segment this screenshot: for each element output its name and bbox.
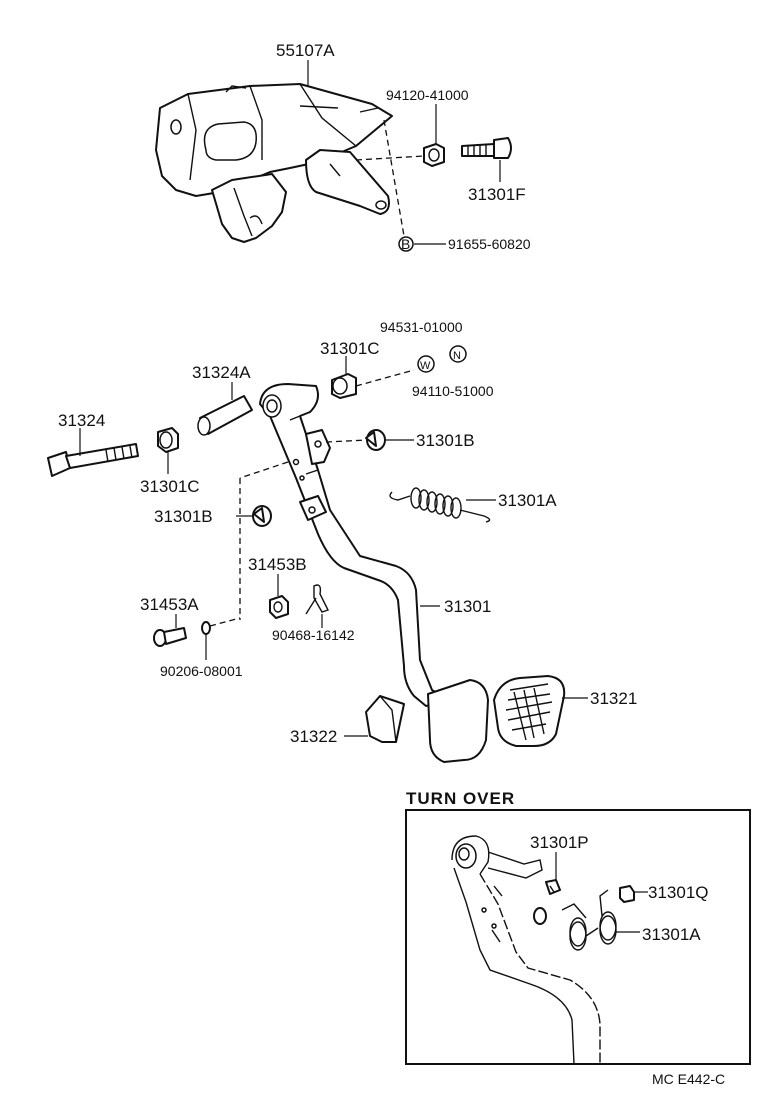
bushing-31301C-top <box>331 373 357 399</box>
brake-pedal-arm-31301 <box>259 383 451 707</box>
label-31453A: 31453A <box>140 595 199 614</box>
inset-spring-31301A <box>561 889 617 951</box>
inset-frame <box>405 809 751 1065</box>
label-31301B-left: 31301B <box>154 507 213 526</box>
label-31301F: 31301F <box>468 185 526 204</box>
label-90206-08001: 90206-08001 <box>160 663 243 679</box>
label-94120-41000: 94120-41000 <box>386 87 469 103</box>
label-55107A: 55107A <box>276 41 335 60</box>
pedal-bracket-55107A <box>155 83 393 243</box>
label-31322: 31322 <box>290 727 337 746</box>
bushing-31301C-left <box>157 427 179 453</box>
label-91655-60820: 91655-60820 <box>448 236 531 252</box>
inset-label-31301Q: 31301Q <box>648 883 709 902</box>
stopper-bracket-31322 <box>365 695 405 743</box>
label-31321: 31321 <box>590 689 637 708</box>
nut-31453B <box>269 595 289 619</box>
marker-W: W <box>420 360 431 372</box>
inset-pedal-arm <box>451 835 601 1065</box>
label-31453B: 31453B <box>248 555 307 574</box>
return-spring-31301A <box>389 487 491 523</box>
label-31324A: 31324A <box>192 363 251 382</box>
collar-31324A <box>197 395 253 436</box>
pedal-pad-31321 <box>427 675 566 763</box>
inset-bushing <box>533 907 547 925</box>
inset-bushing-31301Q <box>619 885 635 903</box>
label-94531-01000: 94531-01000 <box>380 319 463 335</box>
label-31301C-left: 31301C <box>140 477 200 496</box>
marker-N: N <box>453 350 461 362</box>
label-31301A: 31301A <box>498 491 557 510</box>
clip-31301B-right <box>365 429 386 451</box>
cotter-pin-90468-16142 <box>305 584 329 615</box>
nut-94120-41000 <box>423 143 445 167</box>
clip-31301B-left <box>252 505 272 527</box>
label-90468-16142: 90468-16142 <box>272 627 355 643</box>
marker-B: B <box>401 236 410 252</box>
label-31301B-right: 31301B <box>416 431 475 450</box>
label-31324: 31324 <box>58 411 105 430</box>
label-31301C-top: 31301C <box>320 339 380 358</box>
inset-label-31301A: 31301A <box>642 925 701 944</box>
washer-90206-08001 <box>201 621 211 635</box>
pin-31453A <box>153 627 187 647</box>
bolt-31301F <box>461 137 512 159</box>
diagram-code: MC E442-C <box>652 1071 725 1087</box>
label-94110-51000: 94110-51000 <box>412 383 494 399</box>
inset-title: TURN OVER <box>406 789 515 808</box>
label-31301: 31301 <box>444 597 491 616</box>
inset-clip-31301P <box>545 879 561 895</box>
bolt-31324 <box>47 443 139 477</box>
inset-label-31301P: 31301P <box>530 833 589 852</box>
